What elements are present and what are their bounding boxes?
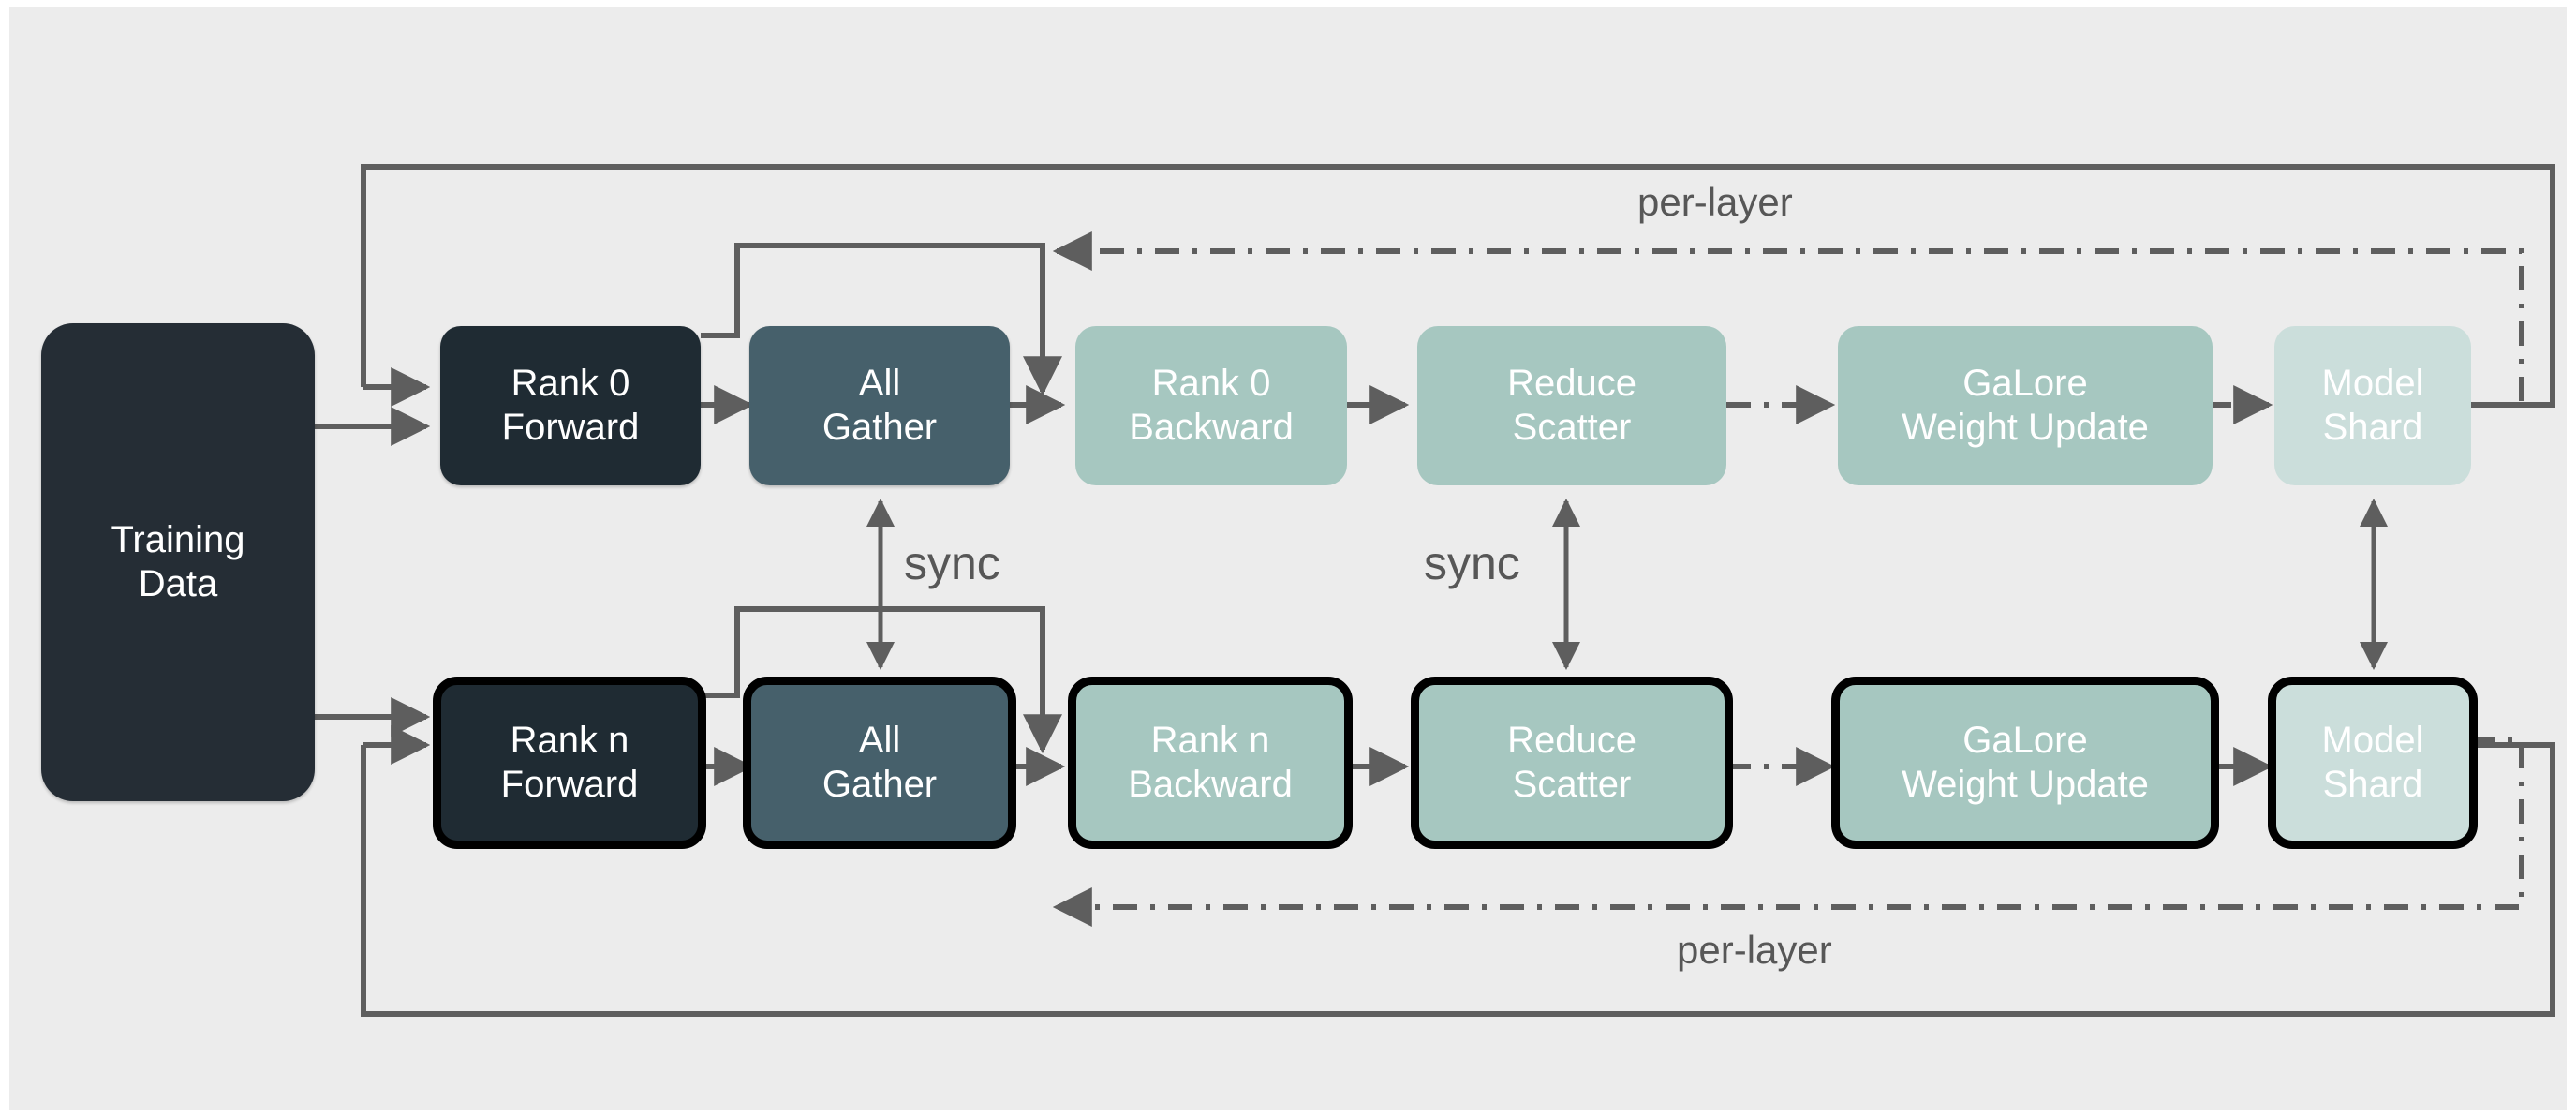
node-rank0-forward[interactable]: Rank 0 Forward — [440, 326, 701, 485]
node-rankn-backward-label: Rank n Backward — [1128, 719, 1293, 805]
node-rank0-reduce-scatter-label: Reduce Scatter — [1507, 362, 1636, 448]
diagram-background-plate — [9, 7, 2567, 1110]
label-per-layer-bottom-text: per-layer — [1677, 928, 1832, 972]
node-rankn-model-shard[interactable]: Model Shard — [2268, 677, 2478, 849]
label-sync-reduce-scatter: sync — [1424, 536, 1520, 590]
node-rankn-all-gather-label: All Gather — [822, 719, 938, 805]
label-sync-reduce-scatter-text: sync — [1424, 537, 1520, 589]
node-rank0-galore-weight-update-label: GaLore Weight Update — [1902, 362, 2149, 448]
node-rankn-reduce-scatter[interactable]: Reduce Scatter — [1411, 677, 1733, 849]
node-rankn-galore-weight-update-label: GaLore Weight Update — [1902, 719, 2149, 805]
node-training-data[interactable]: Training Data — [41, 323, 315, 801]
node-rank0-galore-weight-update[interactable]: GaLore Weight Update — [1838, 326, 2213, 485]
node-rank0-all-gather-label: All Gather — [822, 362, 938, 448]
label-sync-all-gather: sync — [904, 536, 1000, 590]
label-sync-all-gather-text: sync — [904, 537, 1000, 589]
node-rank0-reduce-scatter[interactable]: Reduce Scatter — [1417, 326, 1726, 485]
label-per-layer-top: per-layer — [1637, 180, 1793, 225]
label-per-layer-top-text: per-layer — [1637, 180, 1793, 224]
node-rank0-forward-label: Rank 0 Forward — [501, 362, 640, 448]
node-rankn-backward[interactable]: Rank n Backward — [1068, 677, 1353, 849]
node-rankn-forward-label: Rank n Forward — [500, 719, 639, 805]
node-rank0-model-shard[interactable]: Model Shard — [2274, 326, 2471, 485]
node-rankn-model-shard-label: Model Shard — [2321, 719, 2424, 805]
label-per-layer-bottom: per-layer — [1677, 928, 1832, 973]
node-training-data-label: Training Data — [111, 518, 245, 604]
node-rankn-all-gather[interactable]: All Gather — [743, 677, 1016, 849]
node-rank0-backward-label: Rank 0 Backward — [1129, 362, 1294, 448]
node-rankn-galore-weight-update[interactable]: GaLore Weight Update — [1831, 677, 2219, 849]
node-rank0-model-shard-label: Model Shard — [2321, 362, 2424, 448]
node-rankn-reduce-scatter-label: Reduce Scatter — [1507, 719, 1636, 805]
node-rankn-forward[interactable]: Rank n Forward — [433, 677, 706, 849]
node-rank0-all-gather[interactable]: All Gather — [749, 326, 1010, 485]
node-rank0-backward[interactable]: Rank 0 Backward — [1075, 326, 1347, 485]
